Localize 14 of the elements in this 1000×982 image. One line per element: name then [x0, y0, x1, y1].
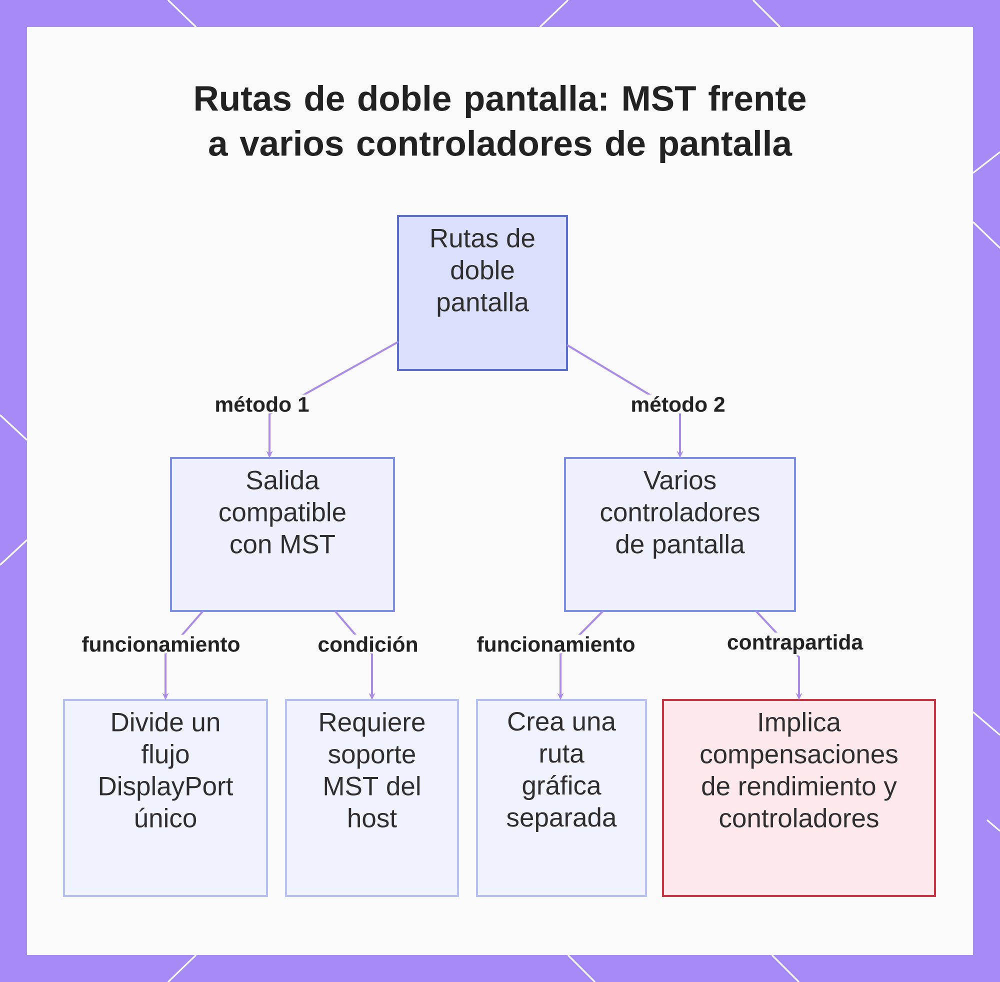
edge-label: funcionamiento [80, 634, 242, 654]
edge-label: método 2 [629, 394, 727, 414]
process-box: Divide un flujo DisplayPort único [63, 699, 268, 898]
edge-label: método 1 [213, 394, 311, 414]
process-box: Crea una ruta gráfica separada [476, 699, 647, 898]
process-box: Varios controladores de pantalla [564, 457, 796, 612]
edge-label: condición [316, 634, 420, 654]
process-box: Implica compensaciones de rendimiento y controladores [662, 699, 936, 898]
process-box: Requiere soporte MST del host [285, 699, 459, 898]
process-box: Rutas de doble pantalla [397, 215, 568, 371]
edge-label: contrapartida [725, 632, 865, 656]
process-box: Salida compatible con MST [170, 457, 395, 612]
edge-label: funcionamiento [475, 634, 637, 654]
title: Rutas de doble pantalla: MST frente a varios controladores de pantalla [196, 84, 806, 164]
